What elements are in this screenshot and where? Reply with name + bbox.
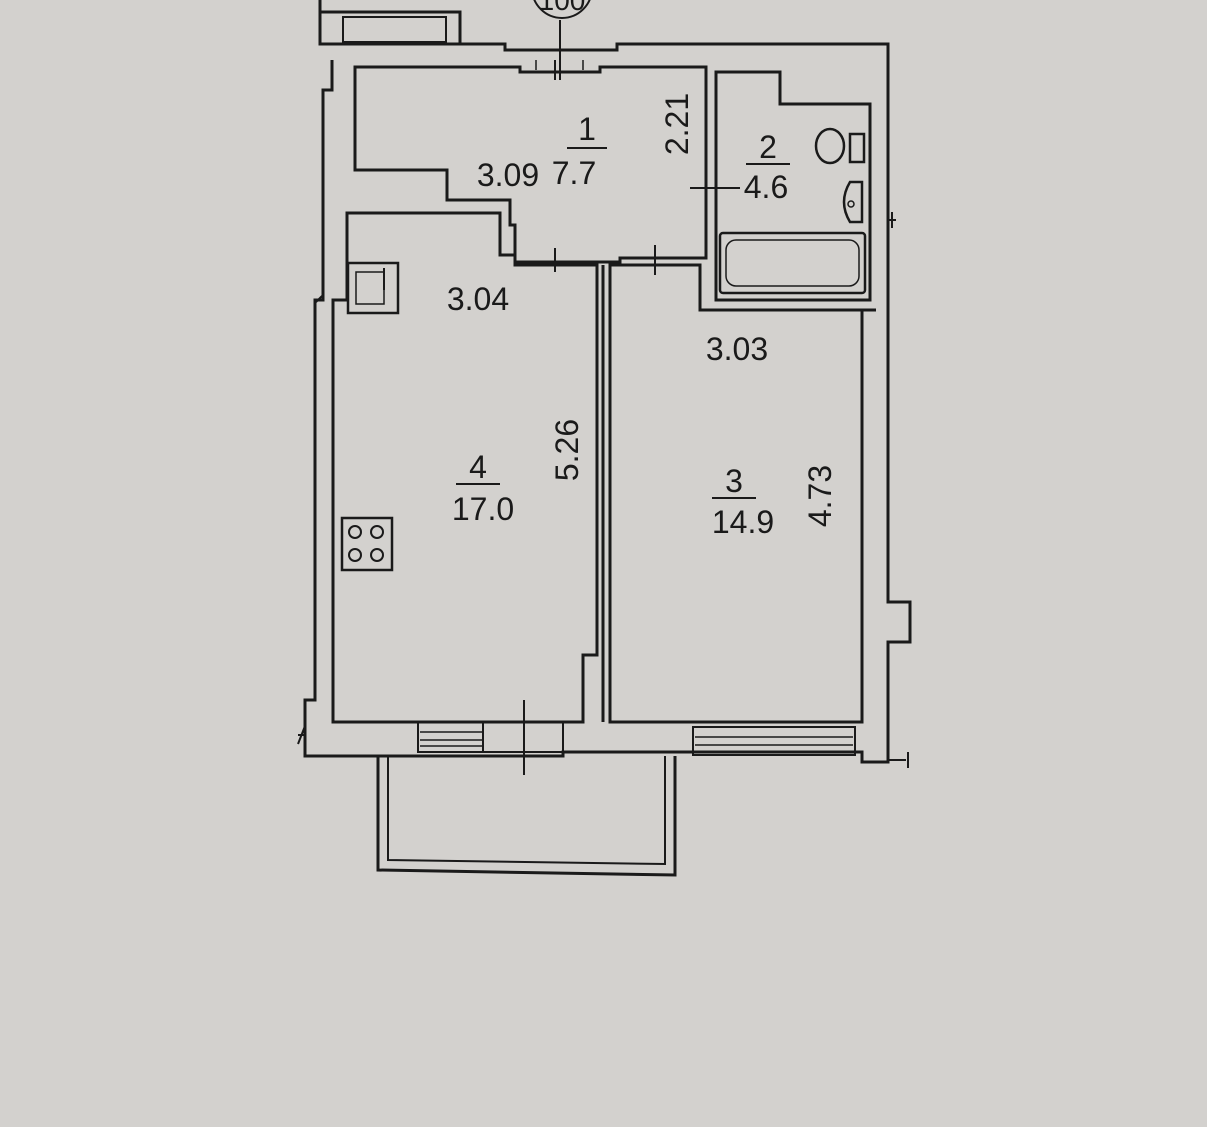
outer-walls xyxy=(297,0,912,768)
dim-room-length: 4.73 xyxy=(802,465,838,527)
room-1-area: 7.7 xyxy=(552,155,596,191)
room-2-area: 4.6 xyxy=(744,169,788,205)
room-3-bedroom xyxy=(601,263,864,724)
room-1-label: 1 7.7 xyxy=(552,111,607,191)
toilet-icon xyxy=(814,127,866,165)
bathtub xyxy=(718,231,867,295)
dim-kitchen-length: 5.26 xyxy=(549,419,585,481)
room-3-label: 3 14.9 xyxy=(712,463,774,540)
stove-icon xyxy=(340,516,394,572)
room-1-hall xyxy=(353,60,740,275)
windows xyxy=(417,700,856,775)
room-4-area: 17.0 xyxy=(452,491,514,527)
dim-hall-width: 3.09 xyxy=(477,157,539,193)
room-1-number: 1 xyxy=(578,111,596,147)
dim-hall-depth: 2.21 xyxy=(659,93,695,155)
room-3-area: 14.9 xyxy=(712,504,774,540)
axis-marker-label: 100 xyxy=(539,0,586,16)
room-4-number: 4 xyxy=(469,449,487,485)
room-2-number: 2 xyxy=(759,129,777,165)
room-2-label: 2 4.6 xyxy=(744,129,790,205)
room-3-number: 3 xyxy=(725,463,743,499)
room-4-kitchen xyxy=(331,211,599,724)
balcony xyxy=(376,756,677,877)
room-2-bathroom xyxy=(706,70,876,312)
dim-room-width: 3.03 xyxy=(706,331,768,367)
sink-icon xyxy=(842,180,864,224)
kitchen-sink-icon xyxy=(346,261,400,315)
room-4-label: 4 17.0 xyxy=(452,449,514,527)
dim-kitchen-width: 3.04 xyxy=(447,281,509,317)
